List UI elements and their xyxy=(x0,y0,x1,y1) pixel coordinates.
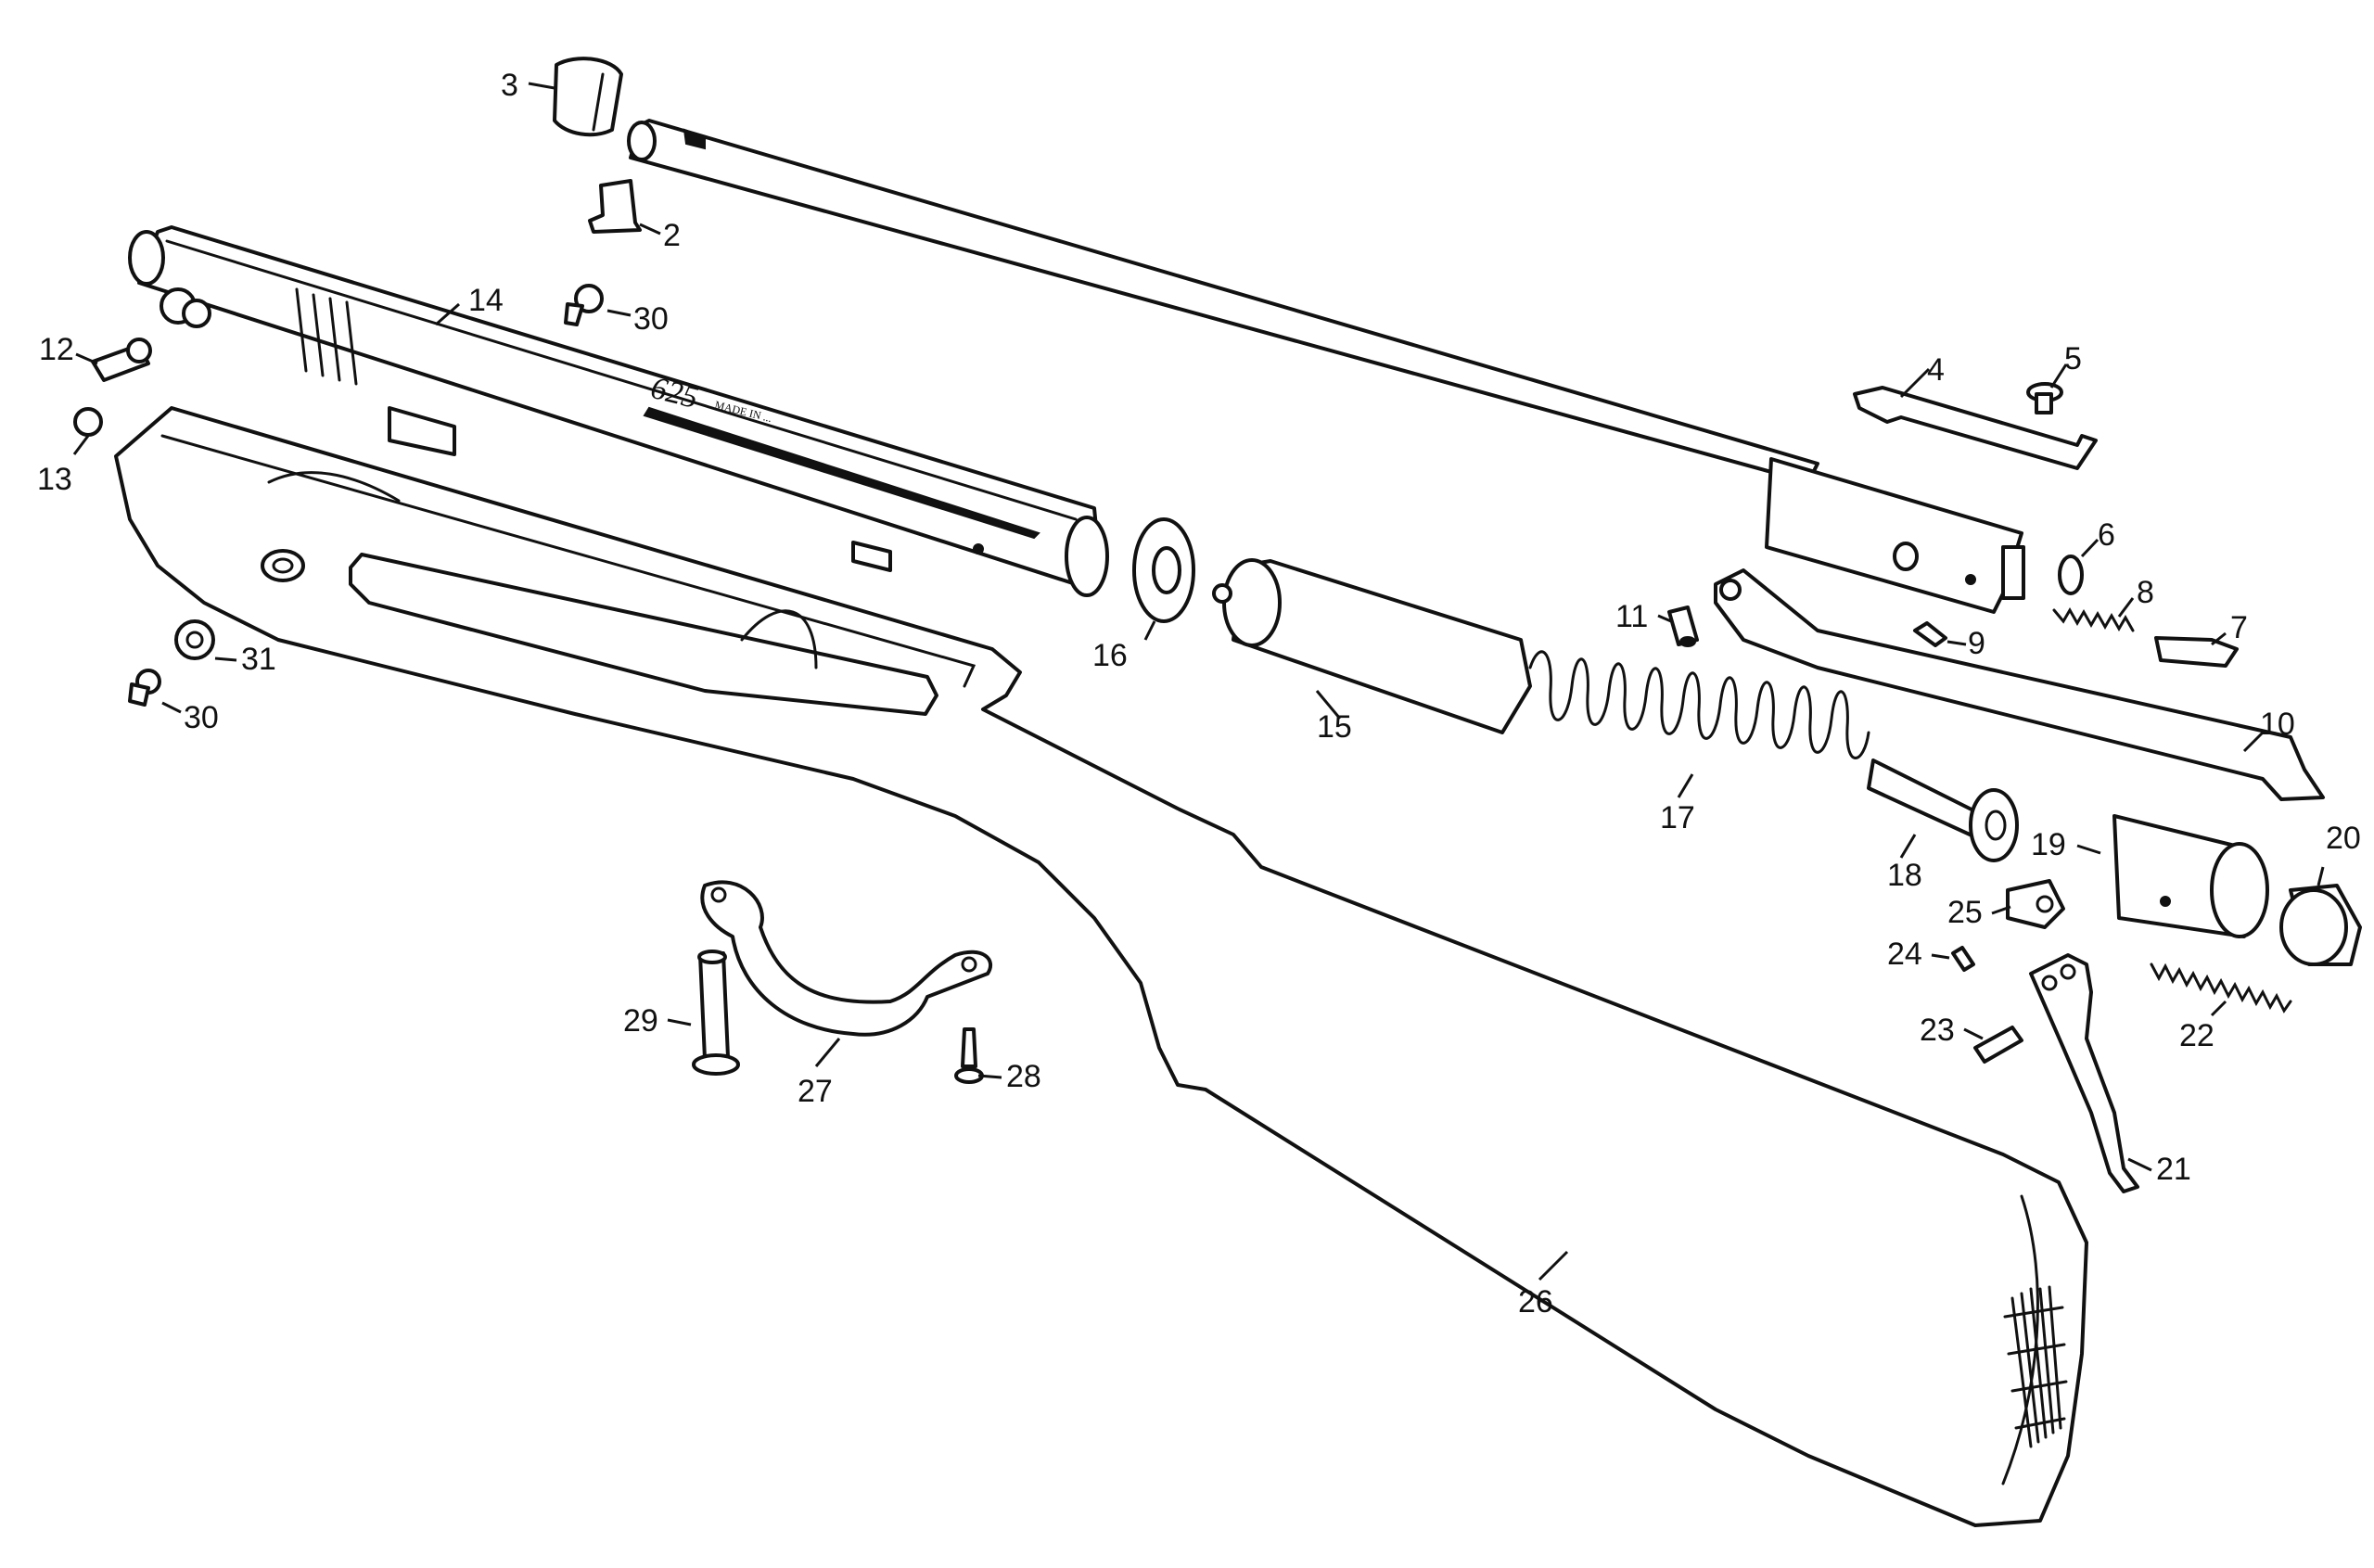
front-sight-part-2 xyxy=(588,179,642,234)
pin-part-23 xyxy=(1973,1026,2023,1064)
pivot-bolt-part-12 xyxy=(91,338,152,382)
trigger-part-21 xyxy=(2029,953,2139,1193)
callout-27: 27 xyxy=(798,1074,833,1109)
butt-checkering xyxy=(2003,1285,2068,1448)
callout-16: 16 xyxy=(1092,638,1128,673)
pin-part-24 xyxy=(1951,946,1975,972)
barrel xyxy=(627,119,2025,614)
receiver-tube-part-14: 625 MADE IN ... xyxy=(128,225,1109,597)
callout-24: 24 xyxy=(1887,937,1922,972)
callout-17: 17 xyxy=(1660,800,1695,835)
screw-part-29 xyxy=(692,950,740,1076)
callout-5: 5 xyxy=(2064,341,2082,376)
front-sight-hood-part-3 xyxy=(553,57,623,137)
callout-9: 9 xyxy=(1968,626,1985,661)
callout-28: 28 xyxy=(1006,1059,1041,1094)
callout-26: 26 xyxy=(1518,1284,1553,1319)
end-plug-part-20 xyxy=(2279,884,2362,966)
callout-14: 14 xyxy=(468,283,504,318)
piston-seal-part-16 xyxy=(1132,517,1195,623)
screw-part-30-upper xyxy=(564,284,604,326)
rear-sight-screw-part-5 xyxy=(2026,382,2063,414)
callout-12: 12 xyxy=(39,332,74,367)
washer-part-31 xyxy=(174,619,215,660)
cocking-lever-part-10 xyxy=(1714,568,2325,801)
trigger-spring-part-22 xyxy=(2150,962,2292,1013)
callout-7: 7 xyxy=(2230,610,2248,645)
callout-25: 25 xyxy=(1947,895,1983,930)
washer-part-6 xyxy=(2058,555,2084,595)
callout-8: 8 xyxy=(2137,575,2154,610)
pin-part-11 xyxy=(1667,606,1699,647)
callout-31: 31 xyxy=(241,642,276,677)
screw-part-30-lower xyxy=(128,669,161,707)
callout-20: 20 xyxy=(2326,821,2361,856)
callout-6: 6 xyxy=(2098,517,2115,553)
callout-30-lower: 30 xyxy=(184,700,219,735)
mainspring-part-17 xyxy=(1528,650,1870,759)
callout-23: 23 xyxy=(1920,1013,1955,1048)
callout-3: 3 xyxy=(501,68,518,103)
callout-22: 22 xyxy=(2179,1018,2214,1053)
callout-labels: 3 2 30 4 5 6 8 7 9 10 11 12 13 14 15 16 … xyxy=(37,68,2361,1319)
callout-19: 19 xyxy=(2031,827,2066,862)
callout-11: 11 xyxy=(1615,599,1648,634)
callout-2: 2 xyxy=(663,218,681,253)
leader-lines xyxy=(72,82,2325,1281)
detent-part-7 xyxy=(2154,636,2239,668)
callout-13: 13 xyxy=(37,462,72,497)
end-cap-tube-part-19 xyxy=(2112,814,2269,938)
callout-30-upper: 30 xyxy=(633,301,669,337)
screw-part-28 xyxy=(954,1027,984,1084)
callout-21: 21 xyxy=(2156,1152,2191,1187)
stock-part-26 xyxy=(114,406,2088,1527)
callout-29: 29 xyxy=(623,1003,658,1039)
callout-10: 10 xyxy=(2260,707,2295,742)
callout-4: 4 xyxy=(1927,352,1945,388)
sear-part-25 xyxy=(2006,879,2065,929)
spring-guide-part-18 xyxy=(1867,759,2019,862)
callout-15: 15 xyxy=(1317,709,1352,745)
washer-part-13 xyxy=(73,407,103,437)
piston-part-15 xyxy=(1212,558,1532,734)
rear-sight-leaf-part-4 xyxy=(1853,386,2098,470)
callout-18: 18 xyxy=(1887,858,1922,893)
spring-part-8 xyxy=(2052,607,2135,632)
pin-part-9 xyxy=(1913,621,1947,647)
trigger-guard-part-27 xyxy=(700,880,993,1037)
